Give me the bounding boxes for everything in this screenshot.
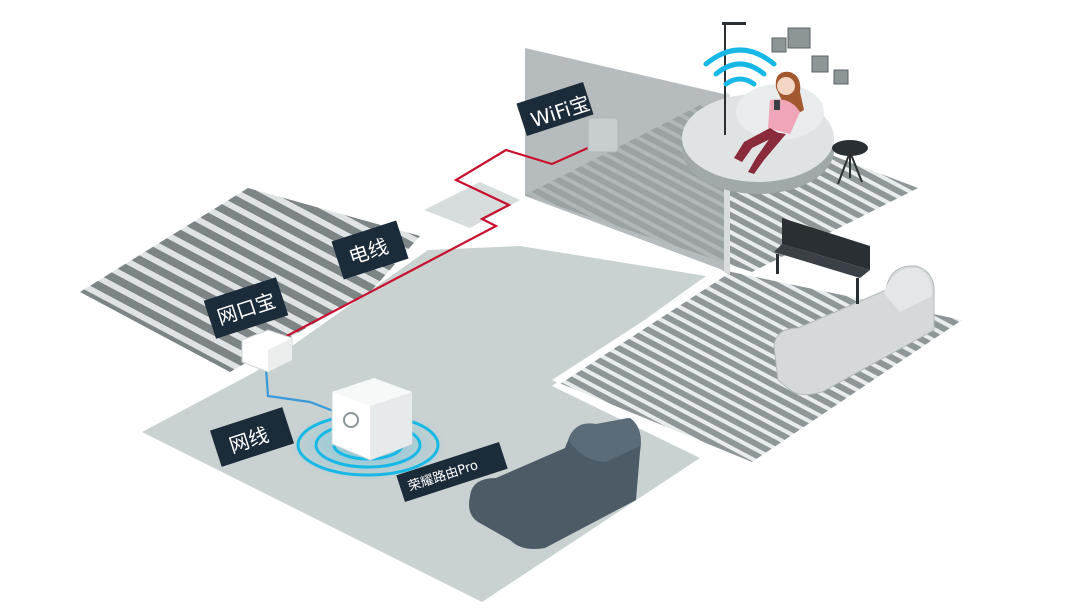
piano-icon bbox=[774, 218, 870, 304]
floor-border-white bbox=[552, 270, 728, 384]
left-striped-floor bbox=[80, 188, 420, 372]
label-power-line: 电线 bbox=[331, 220, 409, 280]
lamp-icon bbox=[722, 22, 746, 135]
extender-icon bbox=[587, 117, 619, 153]
label-ethernet-adapter: 网口宝 bbox=[203, 277, 289, 339]
power-line bbox=[282, 145, 591, 339]
sofa-icon bbox=[469, 418, 641, 549]
ethernet-cable-line bbox=[264, 367, 337, 414]
floor-notch bbox=[424, 182, 520, 228]
grey-sofa bbox=[773, 265, 935, 396]
ethernet-adapter-device bbox=[241, 329, 293, 373]
stool-icon bbox=[832, 140, 868, 185]
wifi-signal-icon bbox=[703, 47, 777, 87]
person-icon bbox=[734, 71, 804, 174]
router-device bbox=[290, 377, 446, 481]
wifi-extender-device bbox=[587, 117, 619, 153]
picture-frame-icon bbox=[771, 27, 849, 85]
label-ethernet-cable: 网线 bbox=[209, 407, 295, 467]
